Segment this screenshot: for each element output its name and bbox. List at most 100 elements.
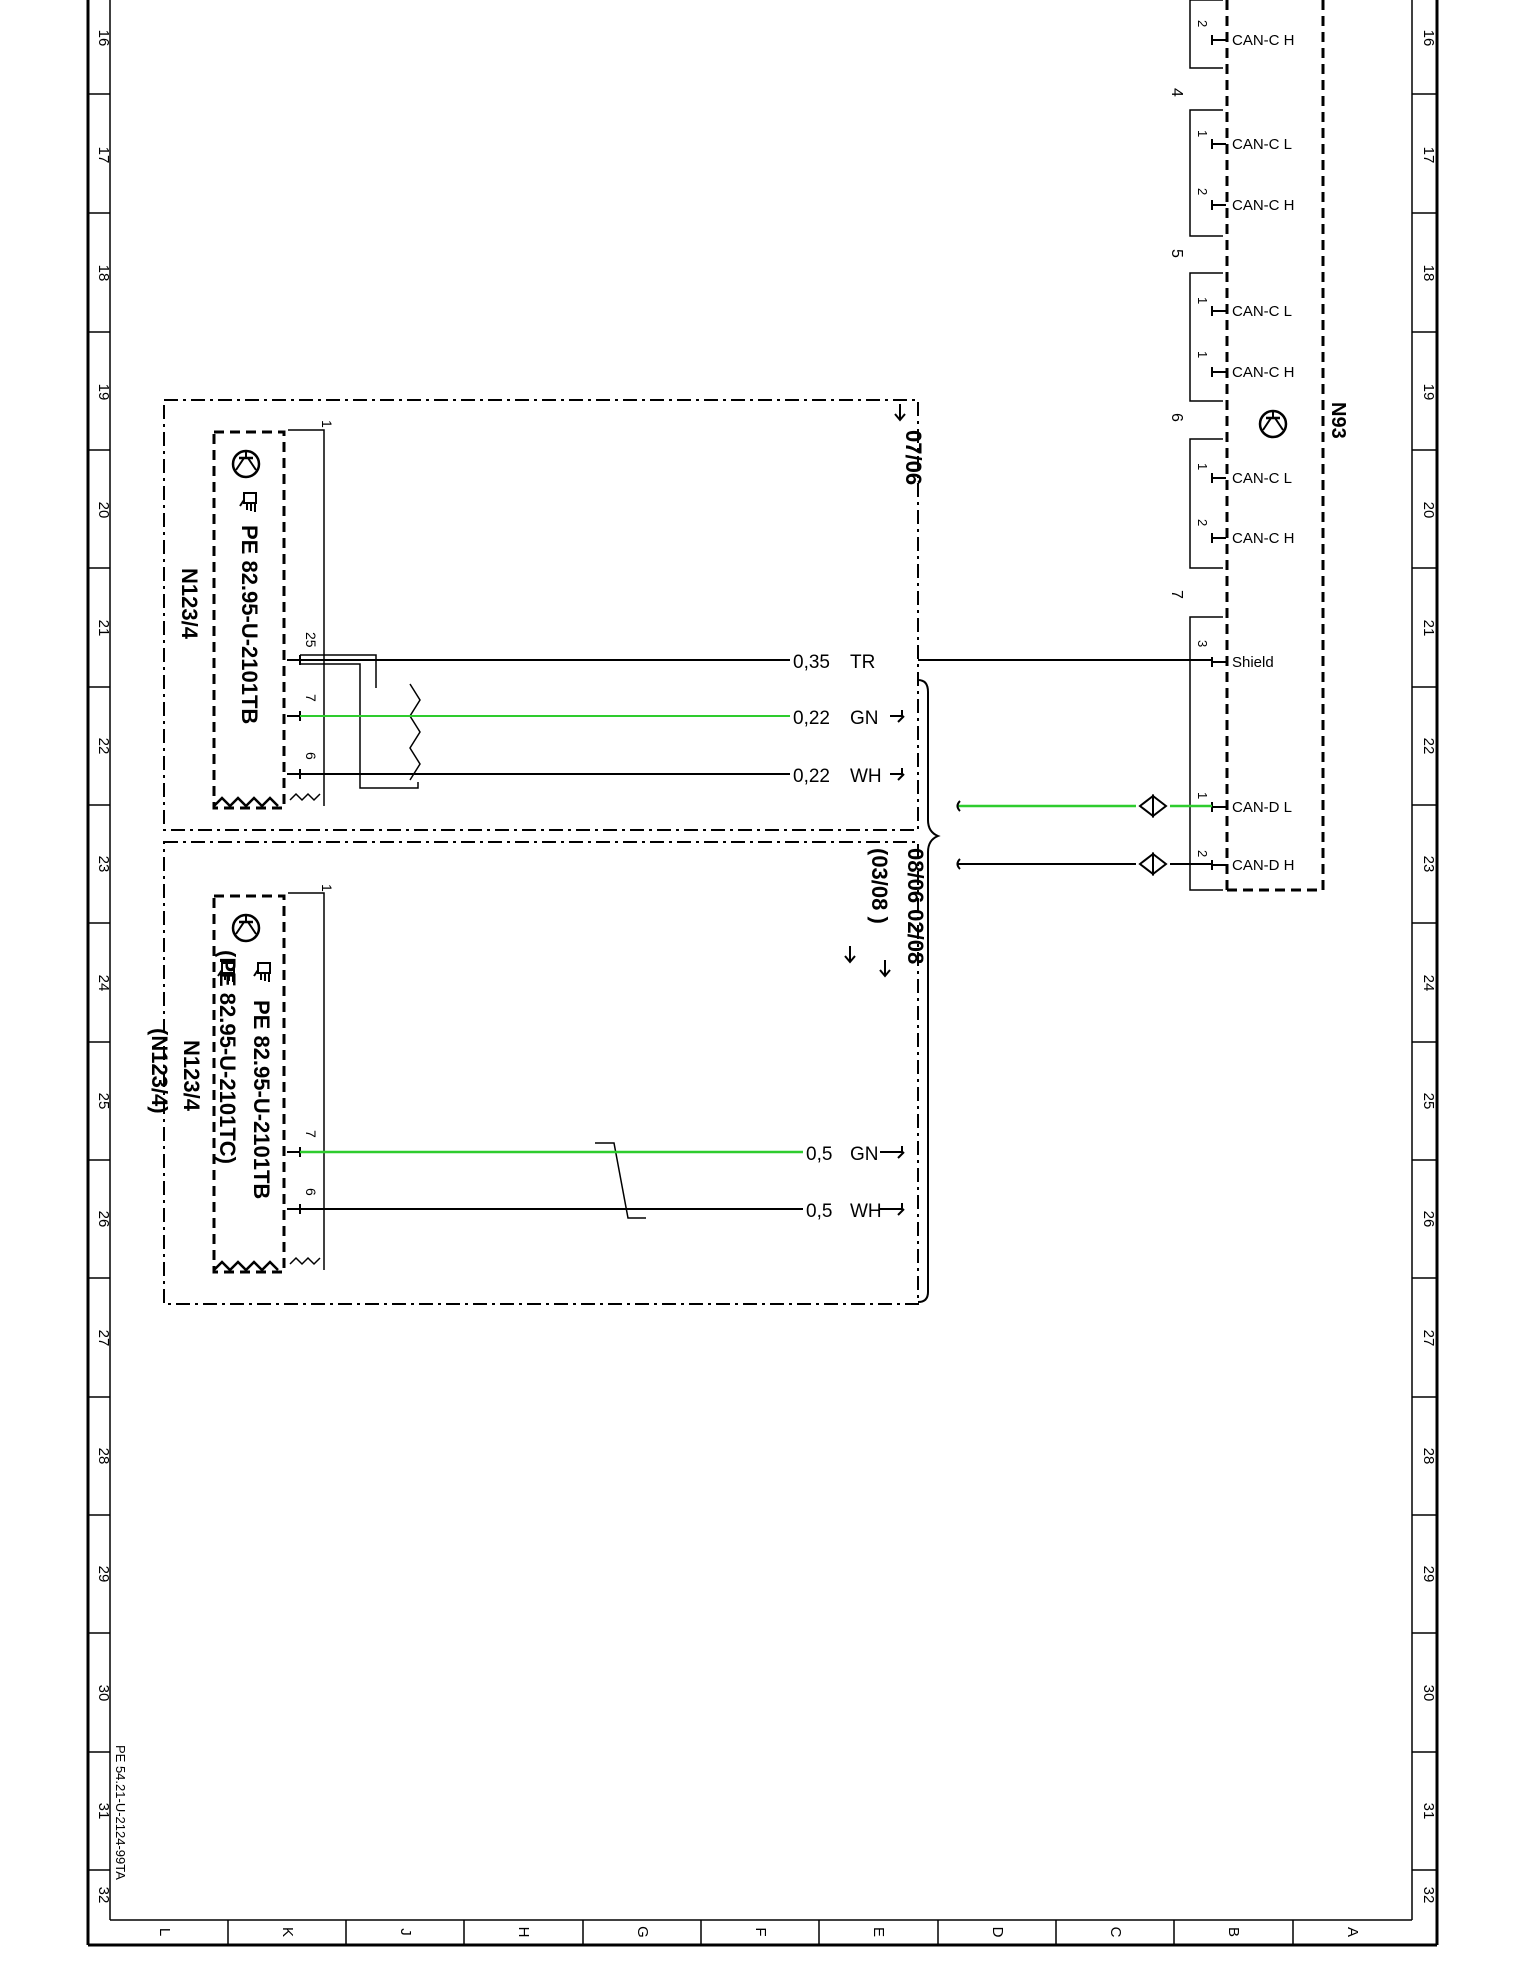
row-number: 30 bbox=[1420, 1685, 1437, 1702]
wire-label-upper-gn-size: 0,22 bbox=[793, 708, 830, 729]
wire-label-upper-wh-color: WH bbox=[850, 766, 882, 787]
row-number: 21 bbox=[95, 620, 112, 637]
row-number: 25 bbox=[95, 1093, 112, 1110]
upper-pin-number: 7 bbox=[303, 694, 319, 702]
row-number: 32 bbox=[95, 1887, 112, 1904]
upper-pin-number: 6 bbox=[303, 752, 319, 760]
upper-module-label: N123/4 bbox=[177, 568, 202, 640]
n93-port-number: 4 bbox=[1168, 88, 1185, 97]
row-number: 20 bbox=[1420, 502, 1437, 519]
row-number: 19 bbox=[95, 384, 112, 401]
row-number: 18 bbox=[95, 265, 112, 282]
column-letter: E bbox=[870, 1927, 887, 1937]
n93-pin-number: 1 bbox=[1195, 792, 1210, 799]
row-number: 22 bbox=[1420, 738, 1437, 755]
row-numbers-right: 16 17 18 19 20 21 22 23 24 25 26 27 28 2… bbox=[1420, 30, 1437, 1904]
row-number: 16 bbox=[95, 30, 112, 47]
n93-pin-number: 1 bbox=[1195, 351, 1210, 358]
n93-pin-number: 3 bbox=[1195, 640, 1210, 647]
n93-pin-number: 1 bbox=[1195, 297, 1210, 304]
n93-pin-number: 2 bbox=[1195, 519, 1210, 526]
row-number: 31 bbox=[95, 1803, 112, 1820]
row-number: 30 bbox=[95, 1685, 112, 1702]
row-number: 29 bbox=[1420, 1566, 1437, 1583]
wire-labels: 0,35 TR 0,22 GN 0,22 WH 0,5 GN 0,5 WH bbox=[793, 652, 882, 1222]
n93-signal-label: CAN-C H bbox=[1232, 530, 1295, 547]
row-number: 31 bbox=[1420, 1803, 1437, 1820]
wire-label-upper-gn-color: GN bbox=[850, 708, 879, 729]
column-letter: L bbox=[156, 1928, 173, 1936]
lower-validity: 08/06 02/08 bbox=[903, 848, 928, 964]
row-number: 29 bbox=[95, 1566, 112, 1583]
transistor-circle-icon bbox=[231, 913, 261, 943]
wire-label-lower-gn-color: GN bbox=[850, 1144, 879, 1165]
column-letter: C bbox=[1107, 1927, 1124, 1938]
row-number: 24 bbox=[1420, 975, 1437, 992]
upper-reference: PE 82.95-U-2101TB bbox=[237, 525, 262, 724]
n93-signal-label: Shield bbox=[1232, 654, 1274, 671]
row-dividers bbox=[88, 93, 1437, 1871]
wire-label-upper-tr-color: TR bbox=[850, 652, 875, 673]
pointing-hand-icon bbox=[253, 962, 271, 983]
n93-pin-number: 1 bbox=[1195, 130, 1210, 137]
lower-n123-block: PE 82.95-U-2101TB (PE 82.95-U-2101TC) N1… bbox=[147, 841, 928, 1305]
row-number: 23 bbox=[95, 856, 112, 873]
row-numbers-left: 16 17 18 19 20 21 22 23 24 25 26 27 28 2… bbox=[95, 30, 112, 1904]
row-number: 19 bbox=[1420, 384, 1437, 401]
n93-label: N93 bbox=[1327, 402, 1349, 439]
lower-pin-number: 6 bbox=[303, 1188, 319, 1196]
column-letters: L K J H G F E D C B A bbox=[156, 1926, 1361, 1938]
n93-module: N93 4 5 6 7 2 1 2 1 1 1 2 3 1 2 bbox=[1168, 0, 1349, 892]
transistor-circle-icon bbox=[231, 449, 261, 479]
n93-port-number: 7 bbox=[1168, 590, 1185, 599]
document-reference: PE 54.21-U-2124-99TA bbox=[113, 1745, 128, 1880]
wires bbox=[300, 659, 1212, 1303]
column-letter: H bbox=[515, 1927, 532, 1938]
n93-signal-label: CAN-D H bbox=[1232, 857, 1295, 874]
n93-port-number: 6 bbox=[1168, 413, 1185, 422]
n93-signal-label: CAN-C H bbox=[1232, 32, 1295, 49]
n93-signal-label: CAN-C L bbox=[1232, 136, 1292, 153]
row-number: 23 bbox=[1420, 856, 1437, 873]
pointing-hand-icon bbox=[239, 492, 257, 513]
transistor-circle-icon bbox=[1258, 409, 1288, 439]
row-number: 27 bbox=[95, 1330, 112, 1347]
drawing-frame bbox=[86, 0, 1439, 1947]
n93-pin-number: 2 bbox=[1195, 188, 1210, 195]
column-letter: D bbox=[989, 1927, 1006, 1938]
upper-connector-pin: 1 bbox=[319, 420, 335, 428]
n93-signal-label: CAN-C H bbox=[1232, 197, 1295, 214]
row-number: 17 bbox=[95, 147, 112, 164]
n93-signal-label: CAN-C L bbox=[1232, 470, 1292, 487]
n93-pin-number: 2 bbox=[1195, 20, 1210, 27]
row-number: 32 bbox=[1420, 1887, 1437, 1904]
upper-n123-block: PE 82.95-U-2101TB N123/4 1 25 7 6 07/06 bbox=[163, 399, 926, 831]
row-number: 22 bbox=[95, 738, 112, 755]
row-number: 28 bbox=[1420, 1448, 1437, 1465]
row-number: 25 bbox=[1420, 1093, 1437, 1110]
n93-pin-number: 1 bbox=[1195, 463, 1210, 470]
lower-module-label: N123/4 bbox=[179, 1040, 204, 1112]
row-number: 24 bbox=[95, 975, 112, 992]
lower-validity-alt: (03/08 ) bbox=[867, 848, 892, 924]
column-letter: B bbox=[1225, 1927, 1242, 1937]
wire-label-lower-wh-size: 0,5 bbox=[806, 1201, 832, 1222]
wire-label-lower-wh-color: WH bbox=[850, 1201, 882, 1222]
lower-module-label-alt: (N123/4) bbox=[147, 1028, 172, 1114]
column-letter: J bbox=[397, 1928, 414, 1936]
lower-pin-number: 7 bbox=[303, 1130, 319, 1138]
row-number: 27 bbox=[1420, 1330, 1437, 1347]
lower-reference-alt: (PE 82.95-U-2101TC) bbox=[215, 950, 240, 1164]
column-letter: K bbox=[279, 1927, 296, 1937]
n93-signal-label: CAN-C L bbox=[1232, 303, 1292, 320]
upper-pin-number: 25 bbox=[303, 632, 319, 648]
wire-label-upper-wh-size: 0,22 bbox=[793, 766, 830, 787]
n93-pin-number: 2 bbox=[1195, 850, 1210, 857]
row-number: 20 bbox=[95, 502, 112, 519]
column-letter: F bbox=[752, 1927, 769, 1936]
row-number: 17 bbox=[1420, 147, 1437, 164]
row-number: 16 bbox=[1420, 30, 1437, 47]
row-number: 28 bbox=[95, 1448, 112, 1465]
wire-label-lower-gn-size: 0,5 bbox=[806, 1144, 832, 1165]
